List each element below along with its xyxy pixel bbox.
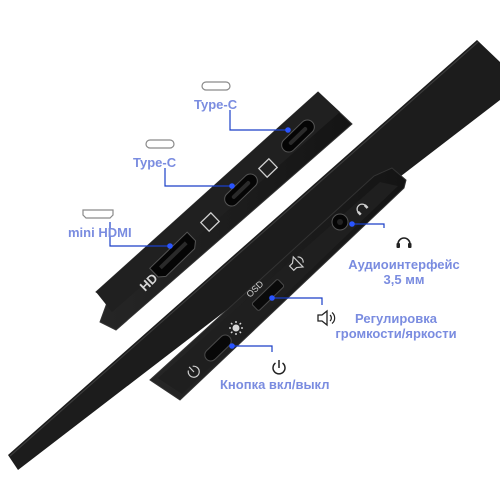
mini-hdmi-port-icon [82,209,114,219]
label-volume-line1: Регулировка [355,311,437,326]
headphones-icon [396,237,412,248]
monitor-body [8,40,500,470]
dot-volume [269,295,275,301]
label-type-c-mid: Type-C [133,155,177,170]
type-c-port-mid [224,173,258,207]
port-marking-usb-top [257,157,279,179]
label-audio-line1: Аудиоинтерфейс [348,257,460,272]
label-volume-line2: громкости/яркости [335,325,457,341]
leader-type-c-top [229,110,286,131]
power-icon [272,360,286,375]
dot-mini-hdmi [167,243,173,249]
leader-type-c-mid [164,168,230,187]
speaker-volume-icon [317,309,336,327]
leader-audio [354,223,385,228]
label-type-c-top: Type-C [194,97,238,112]
dot-audio [349,221,355,227]
audio-jack [331,213,349,231]
usb-c-port-icon [201,81,231,91]
label-audio: Аудиоинтерфейс 3,5 мм [334,257,474,288]
headphone-marking [356,203,369,216]
brightness-marking [229,321,243,335]
label-audio-line2: 3,5 мм [383,271,425,287]
connector-dots [167,127,355,349]
dot-type-c-top [285,127,291,133]
dot-type-c-mid [229,183,235,189]
leader-volume [272,297,323,305]
left-panel-face [96,92,340,312]
dot-power [229,343,235,349]
leader-power [232,345,273,352]
power-marking [187,365,200,378]
monitor-edge-highlight [9,41,479,457]
type-c-port-top [281,119,315,153]
label-mini-hdmi: mini HDMI [68,225,132,240]
label-power: Кнопка вкл/выкл [220,377,330,392]
usb-c-port-icon [145,139,175,149]
speaker-marking [288,255,305,272]
mini-hdmi-port [149,231,197,278]
label-volume: Регулировка громкости/яркости [322,311,470,342]
port-marking-usb-mid [199,211,221,233]
leader-mini-hdmi [109,222,168,247]
power-button [204,334,232,362]
leader-lines [109,110,385,352]
